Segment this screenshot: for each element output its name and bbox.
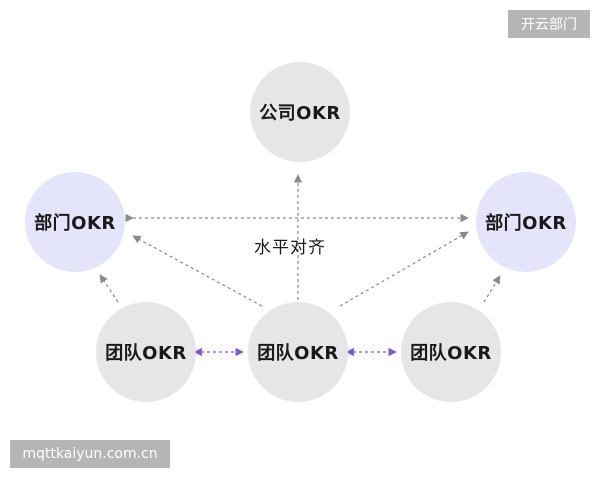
watermark-bottom: mqttkaiyun.com.cn: [10, 440, 170, 468]
arrow-team-left-to-dept-left: [99, 274, 119, 303]
node-team-right-okr: 团队OKR: [401, 302, 501, 402]
node-team-left-label: 团队OKR: [105, 343, 187, 364]
arrow-team-right-to-dept-right: [483, 275, 501, 303]
node-company-label: 公司OKR: [259, 103, 341, 124]
node-dept-left-okr: 部门OKR: [25, 172, 125, 272]
node-company-okr: 公司OKR: [250, 62, 350, 162]
node-team-mid-okr: 团队OKR: [248, 302, 348, 402]
arrow-team-mid-to-dept-right: [339, 231, 469, 307]
node-team-mid-label: 团队OKR: [257, 343, 339, 364]
node-dept-right-label: 部门OKR: [485, 213, 567, 234]
node-team-left-okr: 团队OKR: [96, 302, 196, 402]
watermark-top: 开云部门: [508, 10, 590, 38]
node-team-right-label: 团队OKR: [410, 343, 492, 364]
horizontal-alignment-label: 水平对齐: [254, 238, 326, 258]
arrow-team-mid-to-dept-left: [132, 235, 263, 307]
node-dept-left-label: 部门OKR: [34, 213, 116, 234]
node-dept-right-okr: 部门OKR: [476, 172, 576, 272]
